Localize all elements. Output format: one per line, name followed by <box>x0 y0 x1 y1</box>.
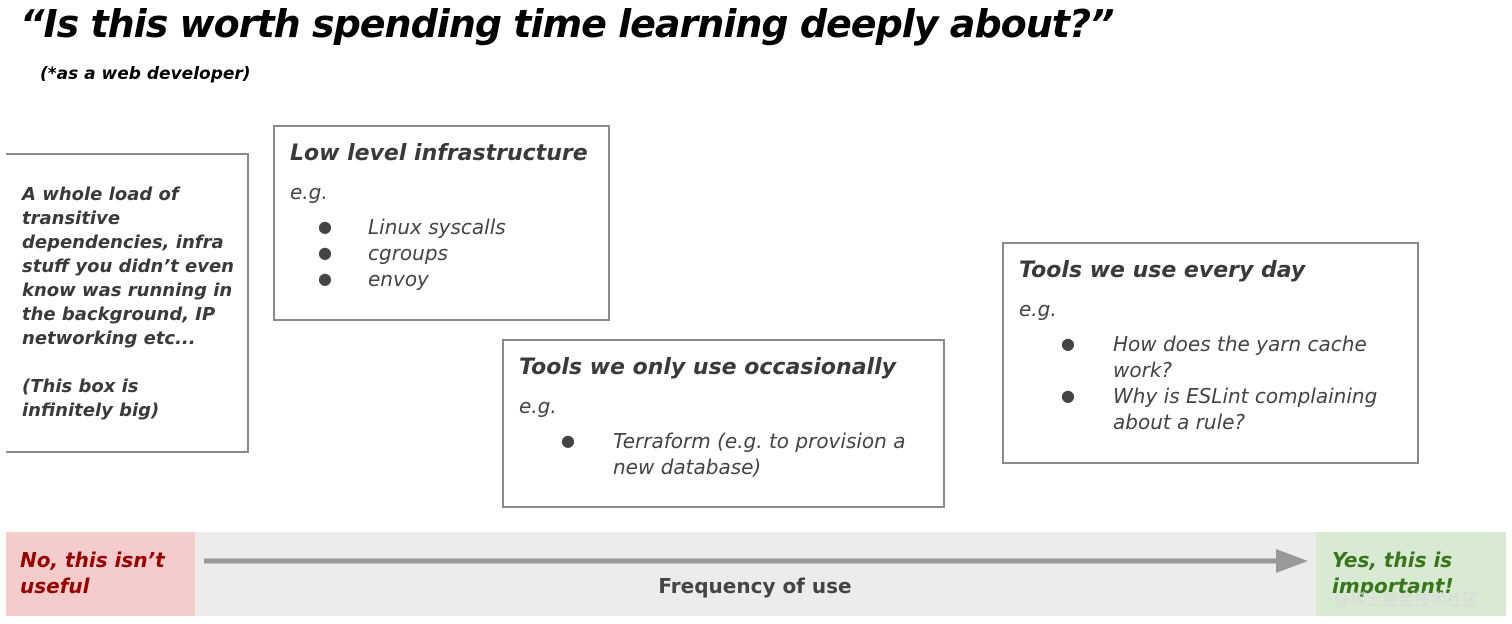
transitive-dependencies-box: A whole load of transitive dependencies,… <box>6 153 249 453</box>
everyday-list: ● How does the yarn cache work? ● Why is E… <box>1019 331 1402 435</box>
transitive-note: (This box is infinitely big) <box>22 376 160 421</box>
bullet-icon: ● <box>561 431 575 450</box>
bullet-icon: ● <box>318 269 332 288</box>
list-item: ● Linux syscalls <box>290 214 593 240</box>
list-item-text: Why is ESLint complaining about a rule? <box>1113 384 1378 434</box>
list-item: ● Why is ESLint complaining about a rule? <box>1019 383 1402 435</box>
list-item-text: How does the yarn cache work? <box>1113 332 1367 382</box>
everyday-eg: e.g. <box>1019 297 1057 321</box>
not-useful-label: No, this isn’t useful <box>6 532 195 616</box>
page-subtitle: (*as a web developer) <box>40 64 251 84</box>
low-level-eg: e.g. <box>290 180 328 204</box>
low-level-list: ● Linux syscalls ● cgroups ● envoy <box>290 214 593 292</box>
occasional-tools-box: Tools we only use occasionally e.g. ● Ter… <box>502 339 945 508</box>
occasional-heading: Tools we only use occasionally <box>519 355 896 380</box>
page-title: “Is this worth spending time learning de… <box>20 2 1114 46</box>
bullet-icon: ● <box>318 217 332 236</box>
watermark: @稀土掘金技术社区 <box>1334 590 1479 609</box>
transitive-text: A whole load of transitive dependencies,… <box>22 184 234 349</box>
bullet-icon: ● <box>1061 334 1075 353</box>
occasional-list: ● Terraform (e.g. to provision a new data… <box>519 428 928 480</box>
list-item: ● Terraform (e.g. to provision a new data… <box>519 428 928 480</box>
list-item: ● How does the yarn cache work? <box>1019 331 1402 383</box>
occasional-eg: e.g. <box>519 394 557 418</box>
list-item-text: cgroups <box>368 241 448 265</box>
list-item-text: Terraform (e.g. to provision a new datab… <box>613 429 906 479</box>
list-item-text: Linux syscalls <box>368 215 506 239</box>
list-item-text: envoy <box>368 267 429 291</box>
important-label: Yes, this is important! <box>1316 532 1506 616</box>
arrow-head <box>1276 549 1308 573</box>
bullet-icon: ● <box>318 243 332 262</box>
low-level-heading: Low level infrastructure <box>290 141 588 166</box>
axis-label: Frequency of use <box>658 574 852 598</box>
list-item: ● envoy <box>290 266 593 292</box>
low-level-infrastructure-box: Low level infrastructure e.g. ● Linux sys… <box>273 125 610 321</box>
bullet-icon: ● <box>1061 386 1075 405</box>
frequency-arrow-icon <box>204 549 1308 573</box>
frequency-axis-bar <box>6 532 1506 616</box>
list-item: ● cgroups <box>290 240 593 266</box>
everyday-heading: Tools we use every day <box>1019 258 1306 283</box>
everyday-tools-box: Tools we use every day e.g. ● How does th… <box>1002 242 1419 464</box>
